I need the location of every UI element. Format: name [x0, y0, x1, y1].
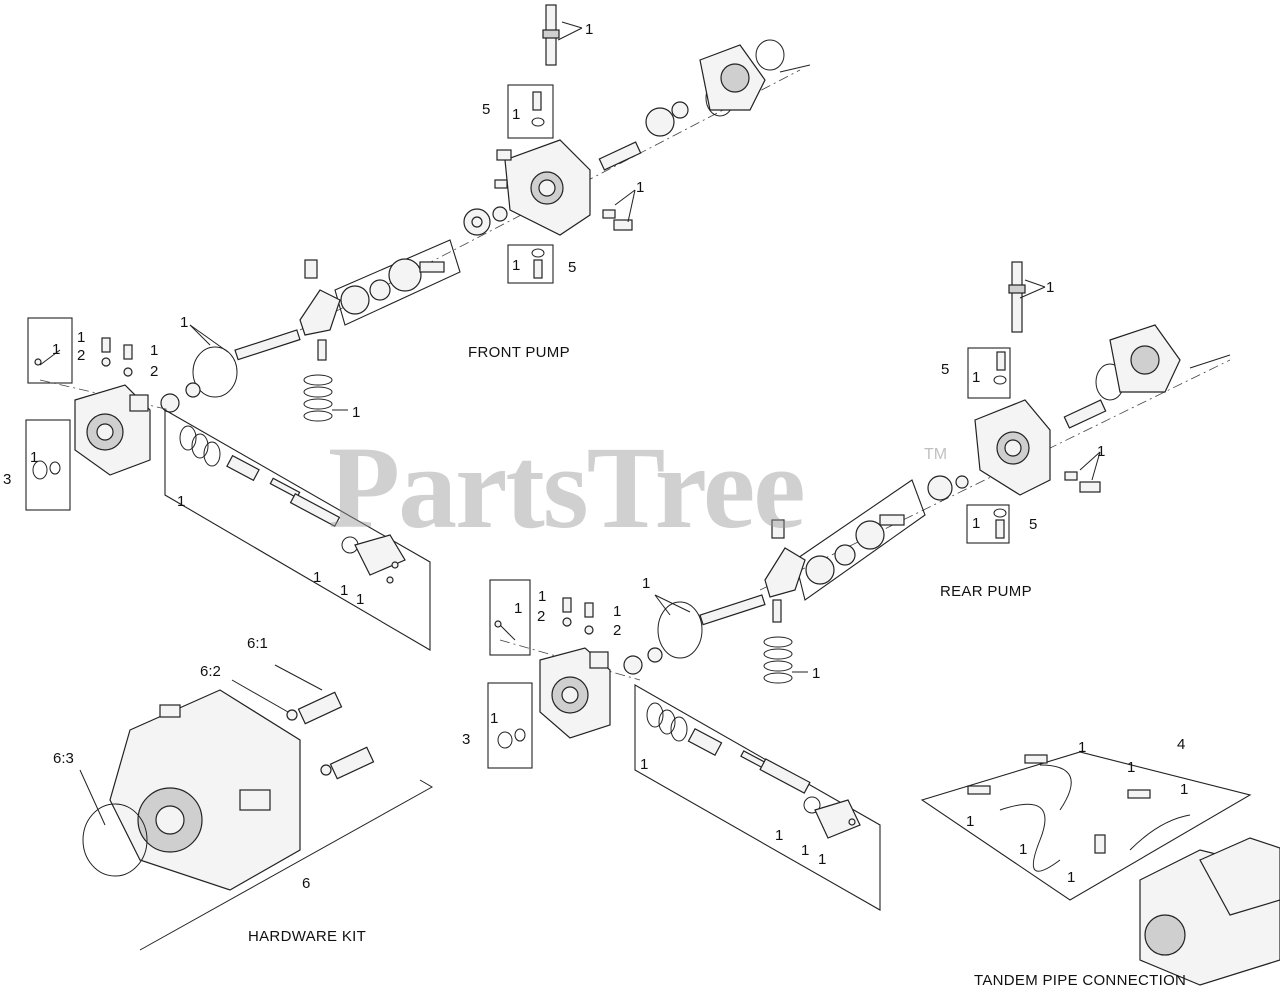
callout-label: 1: [490, 710, 499, 727]
front-pump-assembly: [160, 4, 811, 422]
callout-label: 1: [30, 449, 39, 466]
callout-label: 1: [812, 665, 821, 682]
callout-label: 1: [150, 342, 159, 359]
callout-label: 1: [966, 813, 975, 830]
callout-label: 1: [1127, 759, 1136, 776]
callout-label: 1: [972, 515, 981, 532]
left-pump-body: [25, 317, 431, 651]
callout-label: 6:3: [53, 750, 74, 767]
callout-label: 1: [512, 257, 521, 274]
callout-label: 2: [537, 608, 546, 625]
callout-label: 1: [313, 569, 322, 586]
callout-label: 2: [77, 347, 86, 364]
callout-label: 3: [3, 471, 12, 488]
callout-label: 1: [352, 404, 361, 421]
callout-label: 1: [77, 329, 86, 346]
callout-label: 4: [1177, 736, 1186, 753]
callout-label: 1: [177, 493, 186, 510]
rear-pump-caption: REAR PUMP: [940, 583, 1032, 600]
hardware-kit-drawing: [79, 664, 434, 951]
callout-label: 1: [972, 369, 981, 386]
callout-label: 1: [775, 827, 784, 844]
callout-label: 2: [150, 363, 159, 380]
callout-label: 1: [818, 851, 827, 868]
callout-label: 1: [52, 341, 61, 358]
callout-label: 1: [642, 575, 651, 592]
callout-label: 1: [585, 21, 594, 38]
callout-label: 6:2: [200, 663, 221, 680]
callout-label: 5: [941, 361, 950, 378]
middle-pump-body: [487, 579, 881, 911]
callout-label: 1: [640, 756, 649, 773]
callout-label: 1: [180, 314, 189, 331]
rear-pump-assembly: [623, 261, 1231, 684]
callout-label: 6: [302, 875, 311, 892]
callout-label: 1: [340, 582, 349, 599]
callout-label: 1: [538, 588, 547, 605]
callout-label: 3: [462, 731, 471, 748]
partstree-watermark: PartsTree: [328, 422, 806, 553]
callout-label: 1: [1046, 279, 1055, 296]
callout-label: 1: [1019, 841, 1028, 858]
front-pump-caption: FRONT PUMP: [468, 344, 570, 361]
callout-label: 1: [1067, 869, 1076, 886]
callout-label: 1: [1078, 739, 1087, 756]
callout-label: 1: [1097, 443, 1106, 460]
callout-label: 5: [568, 259, 577, 276]
callout-label: 1: [801, 842, 810, 859]
tandem-pipe-drawing: [920, 751, 1280, 986]
hardware-kit-caption: HARDWARE KIT: [248, 928, 367, 945]
callout-label: 1: [512, 106, 521, 123]
callout-label: 5: [1029, 516, 1038, 533]
callout-label: 1: [636, 179, 645, 196]
trademark-mark: TM: [924, 446, 948, 463]
callout-label: 1: [1180, 781, 1189, 798]
callout-label: 1: [356, 591, 365, 608]
callout-label: 5: [482, 101, 491, 118]
callout-label: 1: [613, 603, 622, 620]
callout-label: 6:1: [247, 635, 268, 652]
tandem-pipe-caption: TANDEM PIPE CONNECTION: [974, 972, 1187, 989]
callout-label: 2: [613, 622, 622, 639]
callout-label: 1: [514, 600, 523, 617]
